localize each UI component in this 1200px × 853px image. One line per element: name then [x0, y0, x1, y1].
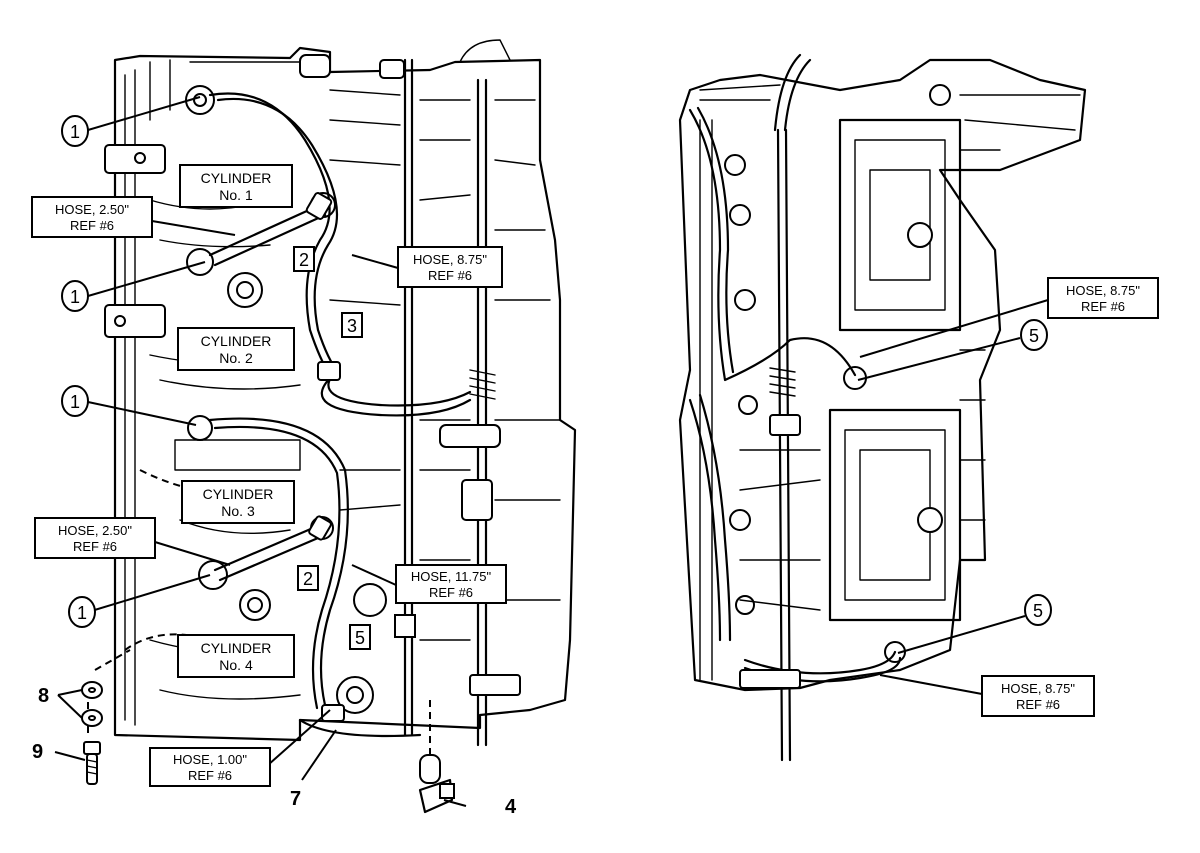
callout-9: 9 [32, 741, 43, 763]
hose-label-2-50-lower: HOSE, 2.50" REF #6 [34, 517, 156, 559]
callout-5-upper-right: 5 [1020, 319, 1048, 351]
hose-label-2-50-upper: HOSE, 2.50" REF #6 [31, 196, 153, 238]
svg-text:2: 2 [299, 250, 309, 270]
svg-text:REF #6: REF #6 [1016, 697, 1060, 712]
svg-text:1: 1 [70, 392, 80, 412]
svg-text:REF #6: REF #6 [73, 539, 117, 554]
cylinder-3-label: CYLINDER No. 3 [181, 480, 295, 524]
svg-text:3: 3 [347, 316, 357, 336]
svg-text:CYLINDER: CYLINDER [203, 486, 274, 502]
svg-text:HOSE, 8.75": HOSE, 8.75" [413, 252, 487, 267]
hose-label-8-75-right-lower: HOSE, 8.75" REF #6 [981, 675, 1095, 717]
svg-text:No. 1: No. 1 [219, 187, 253, 203]
svg-text:HOSE, 8.75": HOSE, 8.75" [1001, 681, 1075, 696]
svg-text:REF #6: REF #6 [428, 268, 472, 283]
callout-8: 8 [38, 685, 49, 707]
callout-5-lower-right: 5 [1024, 594, 1052, 626]
svg-text:1: 1 [70, 287, 80, 307]
callout-1-fourth: 1 [68, 596, 96, 628]
callout-2-upper: 2 [293, 246, 315, 272]
svg-text:No. 2: No. 2 [219, 350, 253, 366]
hose-label-8-75-right-upper: HOSE, 8.75" REF #6 [1047, 277, 1159, 319]
svg-text:REF #6: REF #6 [188, 768, 232, 783]
callout-3: 3 [341, 312, 363, 338]
svg-text:HOSE, 2.50": HOSE, 2.50" [55, 202, 129, 217]
svg-text:5: 5 [1033, 601, 1043, 621]
svg-text:REF #6: REF #6 [429, 585, 473, 600]
svg-text:2: 2 [303, 569, 313, 589]
right-engine-block [678, 53, 1087, 762]
svg-text:HOSE, 11.75": HOSE, 11.75" [411, 569, 492, 584]
cylinder-1-label: CYLINDER No. 1 [179, 164, 293, 208]
svg-text:No. 4: No. 4 [219, 657, 253, 673]
hose-label-11-75: HOSE, 11.75" REF #6 [395, 564, 507, 604]
left-engine-block [87, 39, 577, 755]
part-9-bolt [83, 741, 101, 785]
svg-text:HOSE, 2.50": HOSE, 2.50" [58, 523, 132, 538]
svg-text:REF #6: REF #6 [1081, 299, 1125, 314]
svg-text:REF #6: REF #6 [70, 218, 114, 233]
svg-text:CYLINDER: CYLINDER [201, 333, 272, 349]
svg-text:HOSE, 8.75": HOSE, 8.75" [1066, 283, 1140, 298]
callout-4: 4 [505, 796, 517, 818]
leader-lines [54, 96, 1049, 807]
callout-1-second: 1 [61, 280, 89, 312]
part-4-fitting [418, 754, 455, 814]
cylinder-4-label: CYLINDER No. 4 [177, 634, 295, 678]
callout-1-top: 1 [61, 115, 89, 147]
callout-2-lower: 2 [297, 565, 319, 591]
callout-5-left: 5 [349, 624, 371, 650]
svg-text:5: 5 [1029, 326, 1039, 346]
svg-text:HOSE, 1.00": HOSE, 1.00" [173, 752, 247, 767]
callout-7: 7 [290, 788, 301, 810]
svg-text:No. 3: No. 3 [221, 503, 255, 519]
cylinder-2-label: CYLINDER No. 2 [177, 327, 295, 371]
svg-text:CYLINDER: CYLINDER [201, 170, 272, 186]
hose-label-8-75-left: HOSE, 8.75" REF #6 [397, 246, 503, 288]
svg-text:CYLINDER: CYLINDER [201, 640, 272, 656]
part-8-washers [81, 681, 103, 727]
svg-text:1: 1 [77, 603, 87, 623]
hose-label-1-00: HOSE, 1.00" REF #6 [149, 747, 271, 787]
plain-callouts: 8 9 7 4 [32, 685, 517, 818]
svg-text:1: 1 [70, 122, 80, 142]
callout-1-third: 1 [61, 385, 89, 417]
svg-text:5: 5 [355, 628, 365, 648]
